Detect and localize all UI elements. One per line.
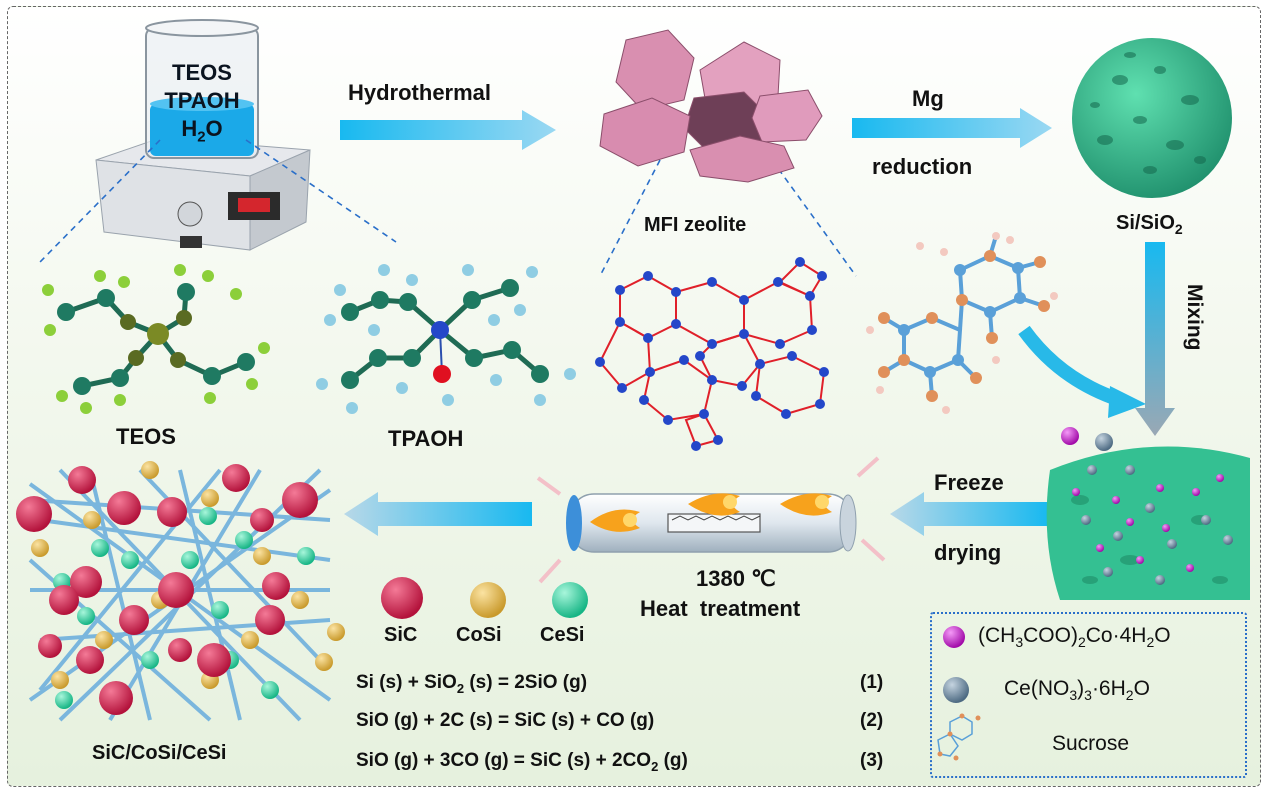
cosi-sphere-icon [470,582,506,618]
zoom-lines [39,139,857,277]
mg-reduction-arrow [852,108,1052,148]
mg-label: Mg [912,86,944,111]
cesi-sphere-icon [552,582,588,618]
tube-furnace-icon [536,456,886,584]
phase-label-cosi: CoSi [456,624,502,646]
drying-label: drying [934,540,1002,565]
mixing-arrow [1135,242,1175,436]
equation-1: Si (s) + SiO2 (s) = 2SiO (g) [356,672,588,696]
si-sio2-label: Si/SiO2 [1116,212,1183,237]
heat-treatment-label: Heat treatment [640,596,801,621]
hydrothermal-arrow [340,110,556,150]
temperature-label: 1380 ℃ [696,566,776,591]
legend-cobalt-acetate: (CH3COO)2Co·4H2O [978,624,1171,651]
flame-icon [590,493,832,532]
phase-label-sic: SiC [384,624,418,646]
mixing-label: Mixing [1183,284,1206,351]
zeolite-label: MFI zeolite [644,214,747,236]
sucrose-molecule-icon [866,232,1058,414]
equation-2: SiO (g) + 2C (s) = SiC (s) + CO (g) [356,710,655,731]
tpaoh-molecule-icon [316,264,576,414]
sic-sphere-icon [381,577,423,619]
equation-3: SiO (g) + 3CO (g) = SiC (s) + 2CO2 (g) [356,750,688,774]
sucrose-marker-icon [937,713,981,761]
freeze-drying-arrow [890,492,1048,536]
legend-cerium-nitrate: Ce(NO3)3·6H2O [1004,677,1150,704]
reduction-label: reduction [872,154,973,179]
sucrose-arrowhead [1108,386,1146,418]
freeze-label: Freeze [934,470,1004,495]
reagent-legend [930,612,1247,778]
beaker-icon [145,19,259,159]
legend-sucrose: Sucrose [1052,732,1130,755]
cerium-nitrate-marker-icon [943,677,969,703]
beaker-label-teos: TEOS [172,60,232,85]
equation-2-number: (2) [860,710,884,731]
beaker-label-water: H2O [181,116,223,146]
sucrose-to-sphere-arrow [1018,325,1123,407]
mfi-framework-structure-icon [595,257,829,451]
cobalt-acetate-marker-icon [943,626,965,648]
equation-3-number: (3) [860,750,884,771]
tpaoh-label: TPAOH [388,426,464,451]
hydrothermal-label: Hydrothermal [348,80,492,105]
mixed-precursor-sphere-icon [1046,427,1250,600]
product-arrow [344,492,532,536]
si-sio2-sphere-icon [1072,38,1232,198]
phase-label-cesi: CeSi [540,624,585,646]
sic-cosi-cesi-network-icon [16,461,345,722]
teos-label: TEOS [116,424,176,449]
beaker-label-tpaoh: TPAOH [164,88,240,113]
equation-1-number: (1) [860,672,884,693]
product-label: SiC/CoSi/CeSi [92,742,227,764]
mfi-zeolite-crystals-icon [599,29,823,183]
teos-molecule-icon [42,264,270,414]
